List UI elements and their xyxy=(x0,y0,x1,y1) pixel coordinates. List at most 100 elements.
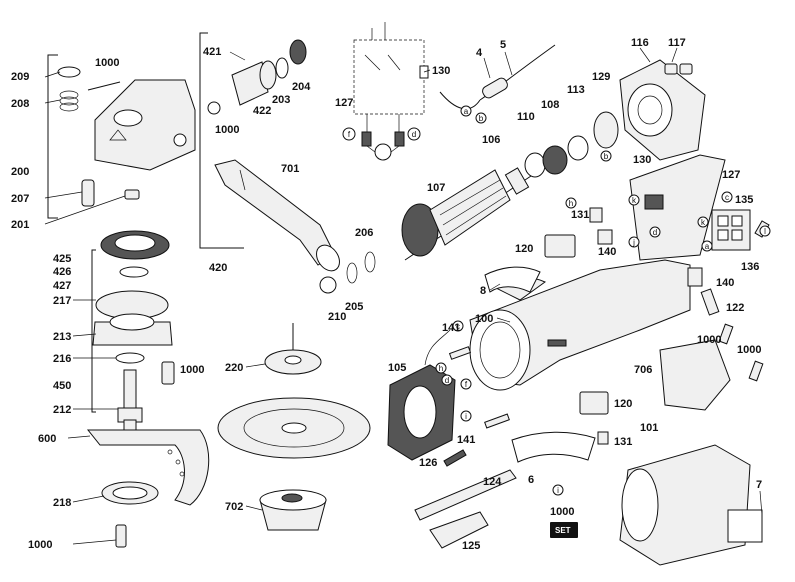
rear-end-cap xyxy=(619,59,706,161)
marker-b1: b xyxy=(475,112,487,124)
switch-rod xyxy=(414,449,517,549)
label-100: 100 xyxy=(475,313,493,325)
marker-h1: h xyxy=(565,197,577,209)
label-218: 218 xyxy=(53,497,71,509)
label-116: 116 xyxy=(631,37,649,49)
marker-f2: f xyxy=(460,378,472,390)
marker-c1: c xyxy=(721,191,733,203)
label-120: 120 xyxy=(614,398,632,410)
svg-text:l: l xyxy=(764,227,766,236)
label-207: 207 xyxy=(11,193,29,205)
label-213: 213 xyxy=(53,331,71,343)
leader-lines xyxy=(44,47,763,545)
motor-housing xyxy=(469,259,691,391)
label-106: 106 xyxy=(482,134,500,146)
rear-cover xyxy=(619,323,764,566)
label-136: 136 xyxy=(741,261,759,273)
wheel-guard xyxy=(86,429,210,548)
label-425: 425 xyxy=(53,253,71,265)
switch-wiring-schematic xyxy=(353,22,429,161)
label-107: 107 xyxy=(427,182,445,194)
label-1000: 1000 xyxy=(28,539,52,551)
label-422: 422 xyxy=(253,105,271,117)
svg-text:h: h xyxy=(569,199,573,208)
label-141: 141 xyxy=(457,434,475,446)
marker-d2: d xyxy=(649,226,661,238)
electronics-module xyxy=(629,154,770,261)
marker-a1: a xyxy=(460,105,472,117)
label-140: 140 xyxy=(716,277,734,289)
label-131: 131 xyxy=(571,209,589,221)
label-706: 706 xyxy=(634,364,652,376)
svg-text:h: h xyxy=(439,364,443,373)
marker-j1: j xyxy=(628,236,640,248)
label-110: 110 xyxy=(517,111,535,123)
pinion-assembly xyxy=(207,39,307,115)
label-113: 113 xyxy=(567,84,585,96)
part-number-labels: 1000 209 208 200 207 201 421 1000 422 20… xyxy=(11,37,762,552)
label-124: 124 xyxy=(483,476,502,488)
label-122: 122 xyxy=(726,302,744,314)
disc-and-flanges xyxy=(217,323,371,531)
label-204: 204 xyxy=(292,81,311,93)
label-1000: 1000 xyxy=(95,57,119,69)
label-125: 125 xyxy=(462,540,480,552)
connection-markers: a b f d b c k a d j h k l c h d f i i xyxy=(342,105,771,496)
marker-l1: l xyxy=(759,225,771,237)
label-129: 129 xyxy=(592,71,610,83)
marker-b2: b xyxy=(600,150,612,162)
label-201: 201 xyxy=(11,219,29,231)
marker-h2: h xyxy=(435,362,447,374)
label-130: 130 xyxy=(633,154,651,166)
label-120: 120 xyxy=(515,243,533,255)
label-209: 209 xyxy=(11,71,29,83)
label-8: 8 xyxy=(480,285,486,297)
label-6: 6 xyxy=(528,474,534,486)
label-131: 131 xyxy=(614,436,632,448)
label-702: 702 xyxy=(225,501,243,513)
set-badge: 1000 SET xyxy=(550,506,578,538)
label-141: 141 xyxy=(442,322,460,334)
marker-d1: d xyxy=(407,127,421,141)
marker-i1: i xyxy=(460,410,472,422)
label-1000: 1000 xyxy=(697,334,721,346)
label-210: 210 xyxy=(328,311,346,323)
label-7: 7 xyxy=(756,479,762,491)
label-701: 701 xyxy=(281,163,299,175)
marker-a2: a xyxy=(701,240,713,252)
label-1000: 1000 xyxy=(215,124,239,136)
label-450: 450 xyxy=(53,380,71,392)
label-101: 101 xyxy=(640,422,658,434)
svg-text:c: c xyxy=(456,322,460,331)
label-203: 203 xyxy=(272,94,290,106)
label-140: 140 xyxy=(598,246,616,258)
svg-text:i: i xyxy=(557,486,559,495)
bracket-lines xyxy=(47,32,244,413)
label-117: 117 xyxy=(668,37,686,49)
set-badge-text: SET xyxy=(555,526,571,535)
label-426: 426 xyxy=(53,266,71,278)
label-420: 420 xyxy=(209,262,227,274)
label-127: 127 xyxy=(722,169,740,181)
label-1000: 1000 xyxy=(180,364,204,376)
label-4: 4 xyxy=(476,47,483,59)
washers xyxy=(319,251,376,294)
label-212: 212 xyxy=(53,404,71,416)
label-200: 200 xyxy=(11,166,29,178)
label-stickers xyxy=(484,266,596,463)
marker-d3: d xyxy=(441,374,453,386)
label-127: 127 xyxy=(335,97,353,109)
label-421: 421 xyxy=(203,46,221,58)
switch-components xyxy=(544,207,720,445)
svg-text:a: a xyxy=(705,242,710,251)
label-427: 427 xyxy=(53,280,71,292)
label-135: 135 xyxy=(735,194,753,206)
label-220: 220 xyxy=(225,362,243,374)
side-handle xyxy=(214,159,340,272)
armature xyxy=(401,111,619,261)
svg-text:k: k xyxy=(701,218,706,227)
svg-text:b: b xyxy=(604,152,609,161)
label-130: 130 xyxy=(432,65,450,77)
svg-text:a: a xyxy=(464,107,469,116)
